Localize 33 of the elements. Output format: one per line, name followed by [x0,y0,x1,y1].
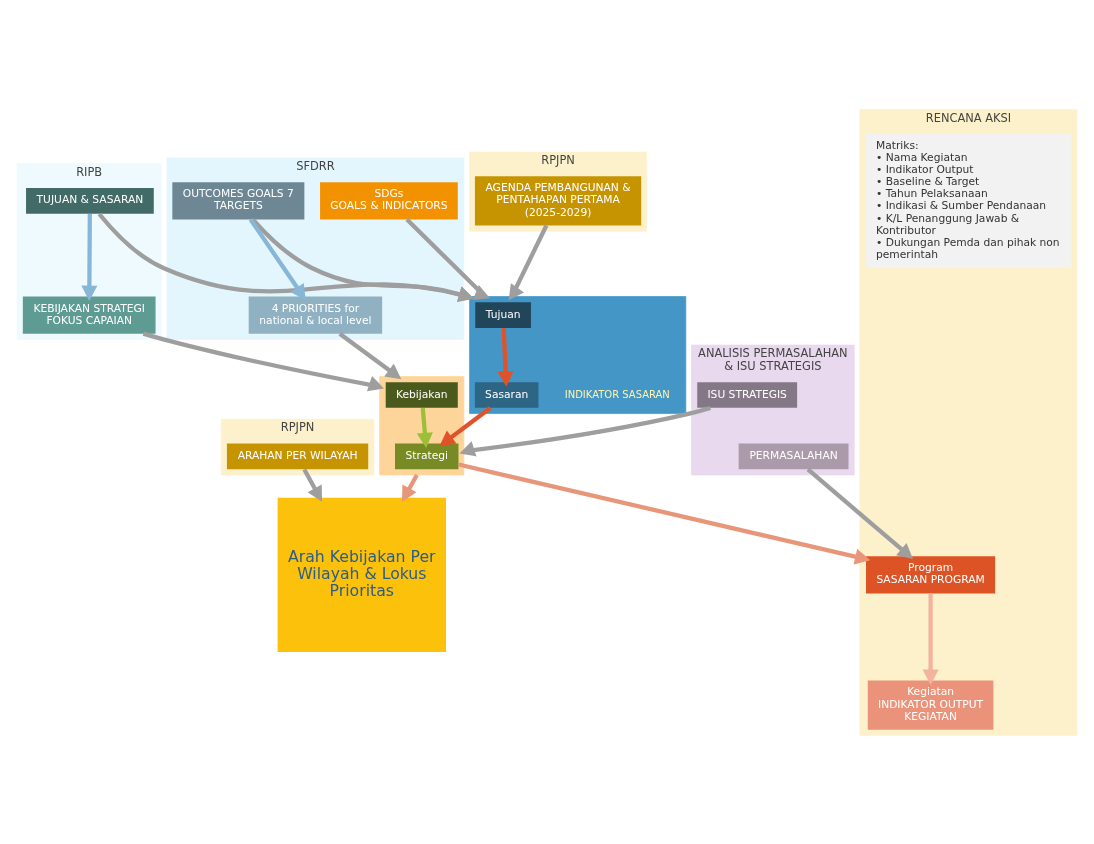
arrow [302,467,323,502]
arrow [459,405,711,456]
node-box: Strategi [395,443,459,469]
node-box: Arah Kebijakan Per Wilayah & Lokus Prioritas [277,497,446,652]
node-box: ARAHAN PER WILAYAH [226,443,369,469]
arrow [458,461,871,564]
arrow [248,217,306,300]
node-box: Sasaran [474,381,539,408]
arrow [81,213,98,301]
node-box: SDGs GOALS & INDICATORS [320,181,458,219]
node-box: Program SASARAN PROGRAM [866,555,996,593]
arrow [142,331,385,391]
node-box: OUTCOMES GOALS 7 TARGETS [172,181,305,219]
arrow [922,593,939,685]
cluster [379,375,465,475]
arrow [439,405,492,446]
arrow [508,224,549,300]
arrow [338,331,402,379]
node-box: KEBIJAKAN STRATEGI FOKUS CAPAIAN [22,296,156,334]
node-box: Tujuan [475,301,531,328]
node-box: TUJUAN & SASARAN [26,187,154,214]
node-box: 4 PRIORITIES for national & local level [248,296,383,334]
node-box: ISU STRATEGIS [697,381,798,408]
node-box: AGENDA PEMBANGUNAN & PENTAHAPAN PERTAMA (2025-2029) [474,175,642,226]
node-box: Matriks: • Nama Kegiatan • Indikator Output • Baseline & Target • Tahun Pelaksanaan • Indikasi & Sumber Pendanaan • K/L Penanggung Jawab & Kontributor • Dukungan Pemda dan pihak non pemerintah [866,133,1071,268]
node-box: PERMASALAHAN [738,443,849,469]
arrow [416,407,433,448]
arrow [806,467,913,559]
node-box: Kebijakan [385,381,458,408]
node-label: INDIKATOR SASARAN [564,388,670,400]
cluster [469,295,687,414]
arrow [497,327,514,387]
node-box: Kegiatan INDIKATOR OUTPUT KEGIATAN [867,680,994,730]
